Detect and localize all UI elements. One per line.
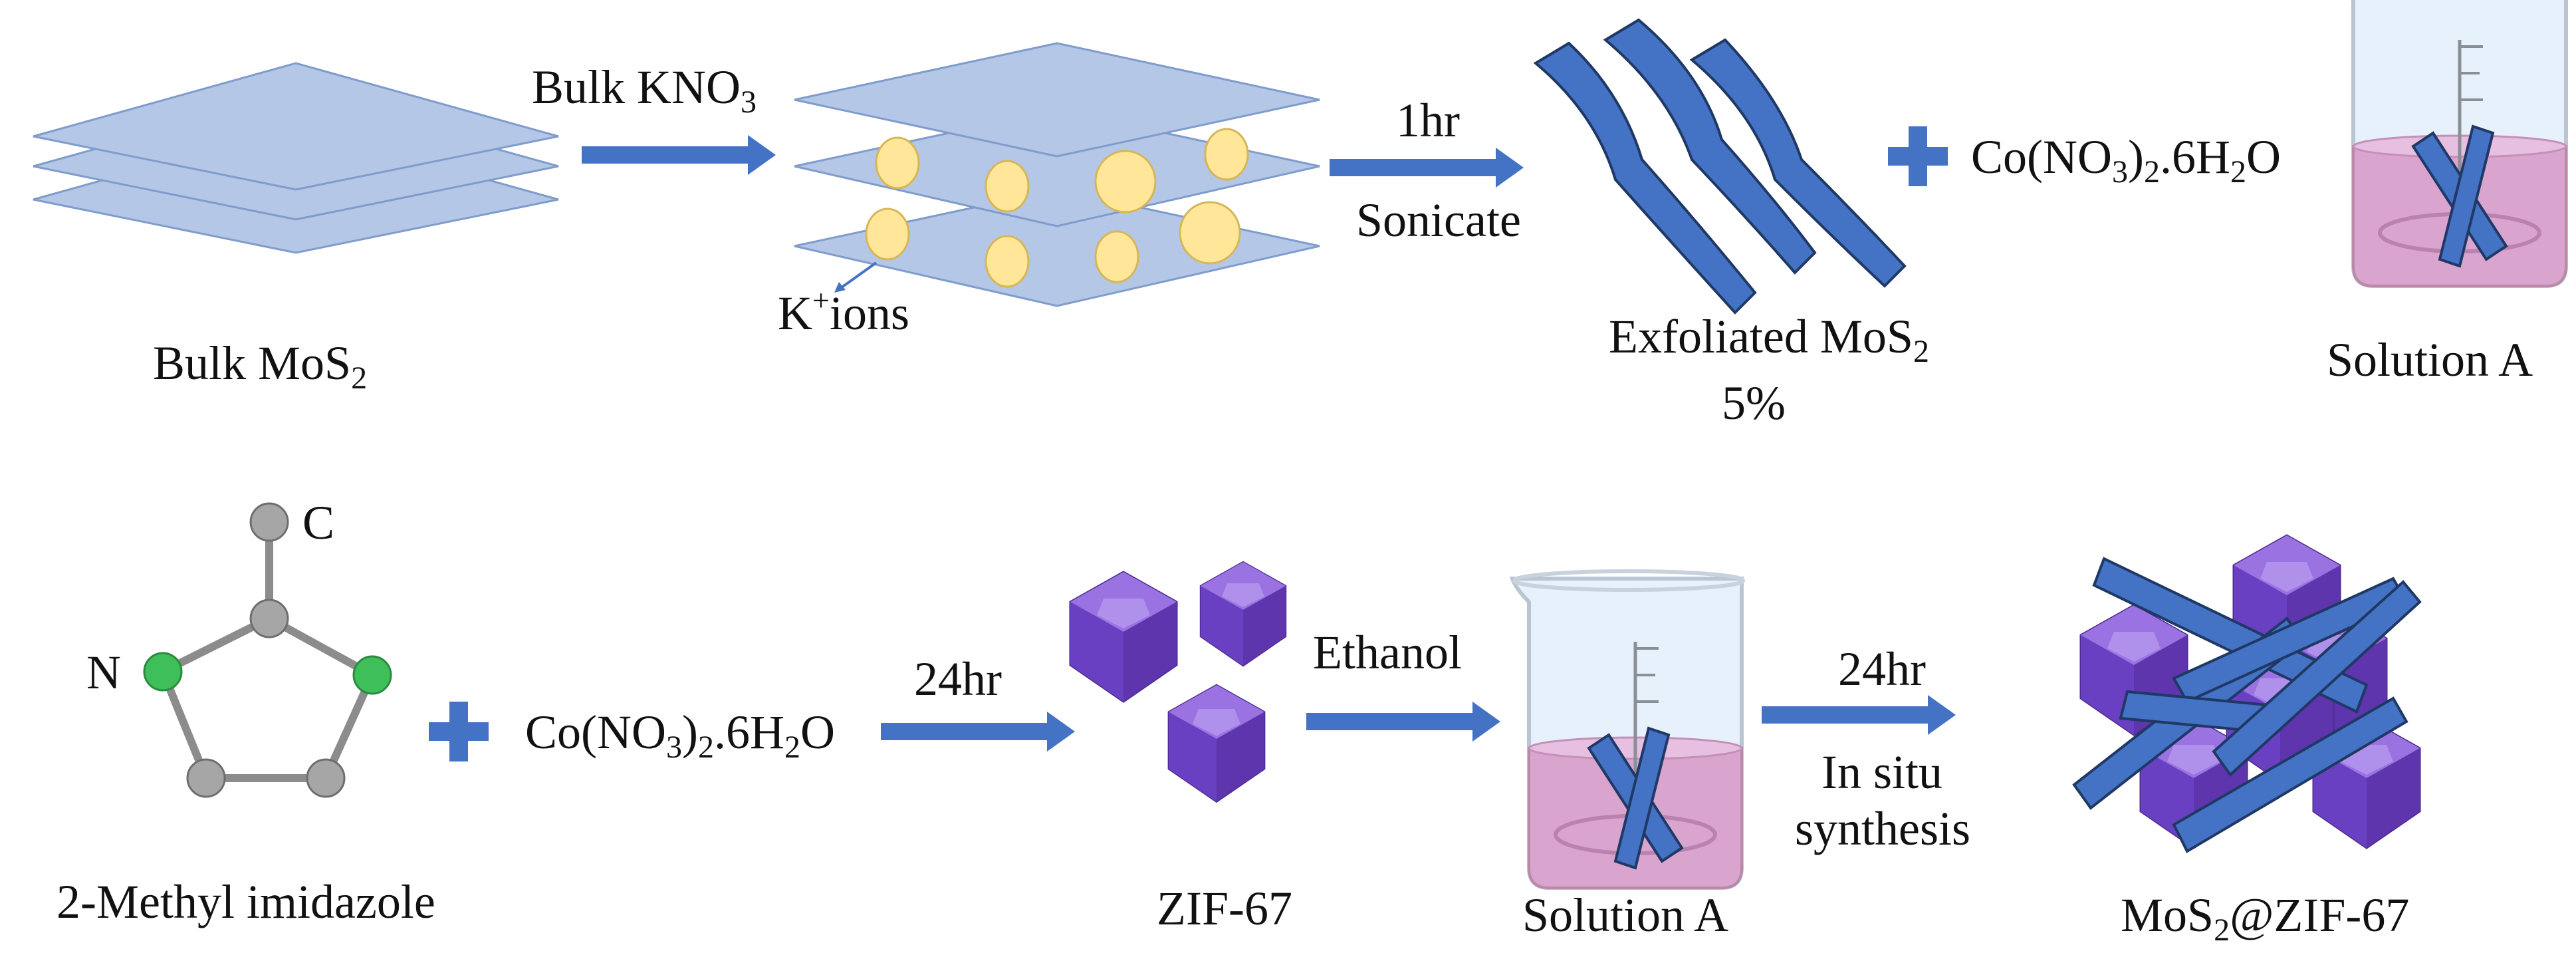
beaker-icon (2337, 0, 2567, 286)
k-ions (865, 128, 1249, 288)
intercalated-sheets (794, 42, 1320, 307)
bulk-mos2-label: Bulk MoS2 (153, 337, 367, 396)
bulk-kno3-label: Bulk KNO3 (532, 61, 757, 120)
crystal-icon (1199, 561, 1287, 667)
arrow-right-icon (1330, 148, 1524, 188)
cobalt-nitrate-label-1: Co(NO3)2.6H2O (1971, 130, 2281, 190)
arrow-right-icon (881, 712, 1075, 752)
in-situ-label: In situ (1821, 746, 1942, 799)
beaker-icon (1512, 571, 1743, 888)
cobalt-nitrate-label-2: Co(NO3)2.6H2O (525, 706, 835, 765)
k-ion-pointer (838, 261, 878, 291)
crystal-icon (1167, 684, 1266, 803)
product-label: MoS2@ZIF-67 (2121, 889, 2409, 948)
crystal-icon (1069, 571, 1178, 703)
exfoliated-mos2-label: Exfoliated MoS2 (1609, 310, 1929, 369)
plus-icon (1888, 126, 1948, 186)
solution-a-label-2: Solution A (1522, 889, 1728, 942)
ethanol-label: Ethanol (1313, 626, 1462, 679)
exfoliated-mos2-flakes (1533, 18, 1907, 315)
sonicate-label: Sonicate (1356, 194, 1521, 247)
step-1hr-label: 1hr (1396, 94, 1460, 147)
atom-n-label: N (86, 646, 121, 699)
step-24hr-label-1: 24hr (914, 652, 1002, 706)
atom-c-label: C (302, 496, 334, 549)
solution-a-label-1: Solution A (2327, 333, 2533, 386)
methyl-imidazole-label: 2-Methyl imidazole (57, 875, 435, 928)
k-ions-label: K+ions (778, 283, 909, 340)
plus-icon (429, 702, 489, 761)
arrow-right-icon (1306, 702, 1500, 742)
zif67-label: ZIF-67 (1157, 882, 1292, 935)
composite-structure (2072, 534, 2422, 853)
molecule-icon (143, 502, 392, 798)
step-24hr-label-2: 24hr (1838, 642, 1926, 696)
arrow-right-icon (1762, 695, 1956, 735)
five-percent-label: 5% (1722, 376, 1786, 430)
bulk-mos2-sheets (33, 62, 559, 254)
synthesis-label: synthesis (1795, 802, 1970, 855)
arrow-right-icon (582, 135, 776, 175)
